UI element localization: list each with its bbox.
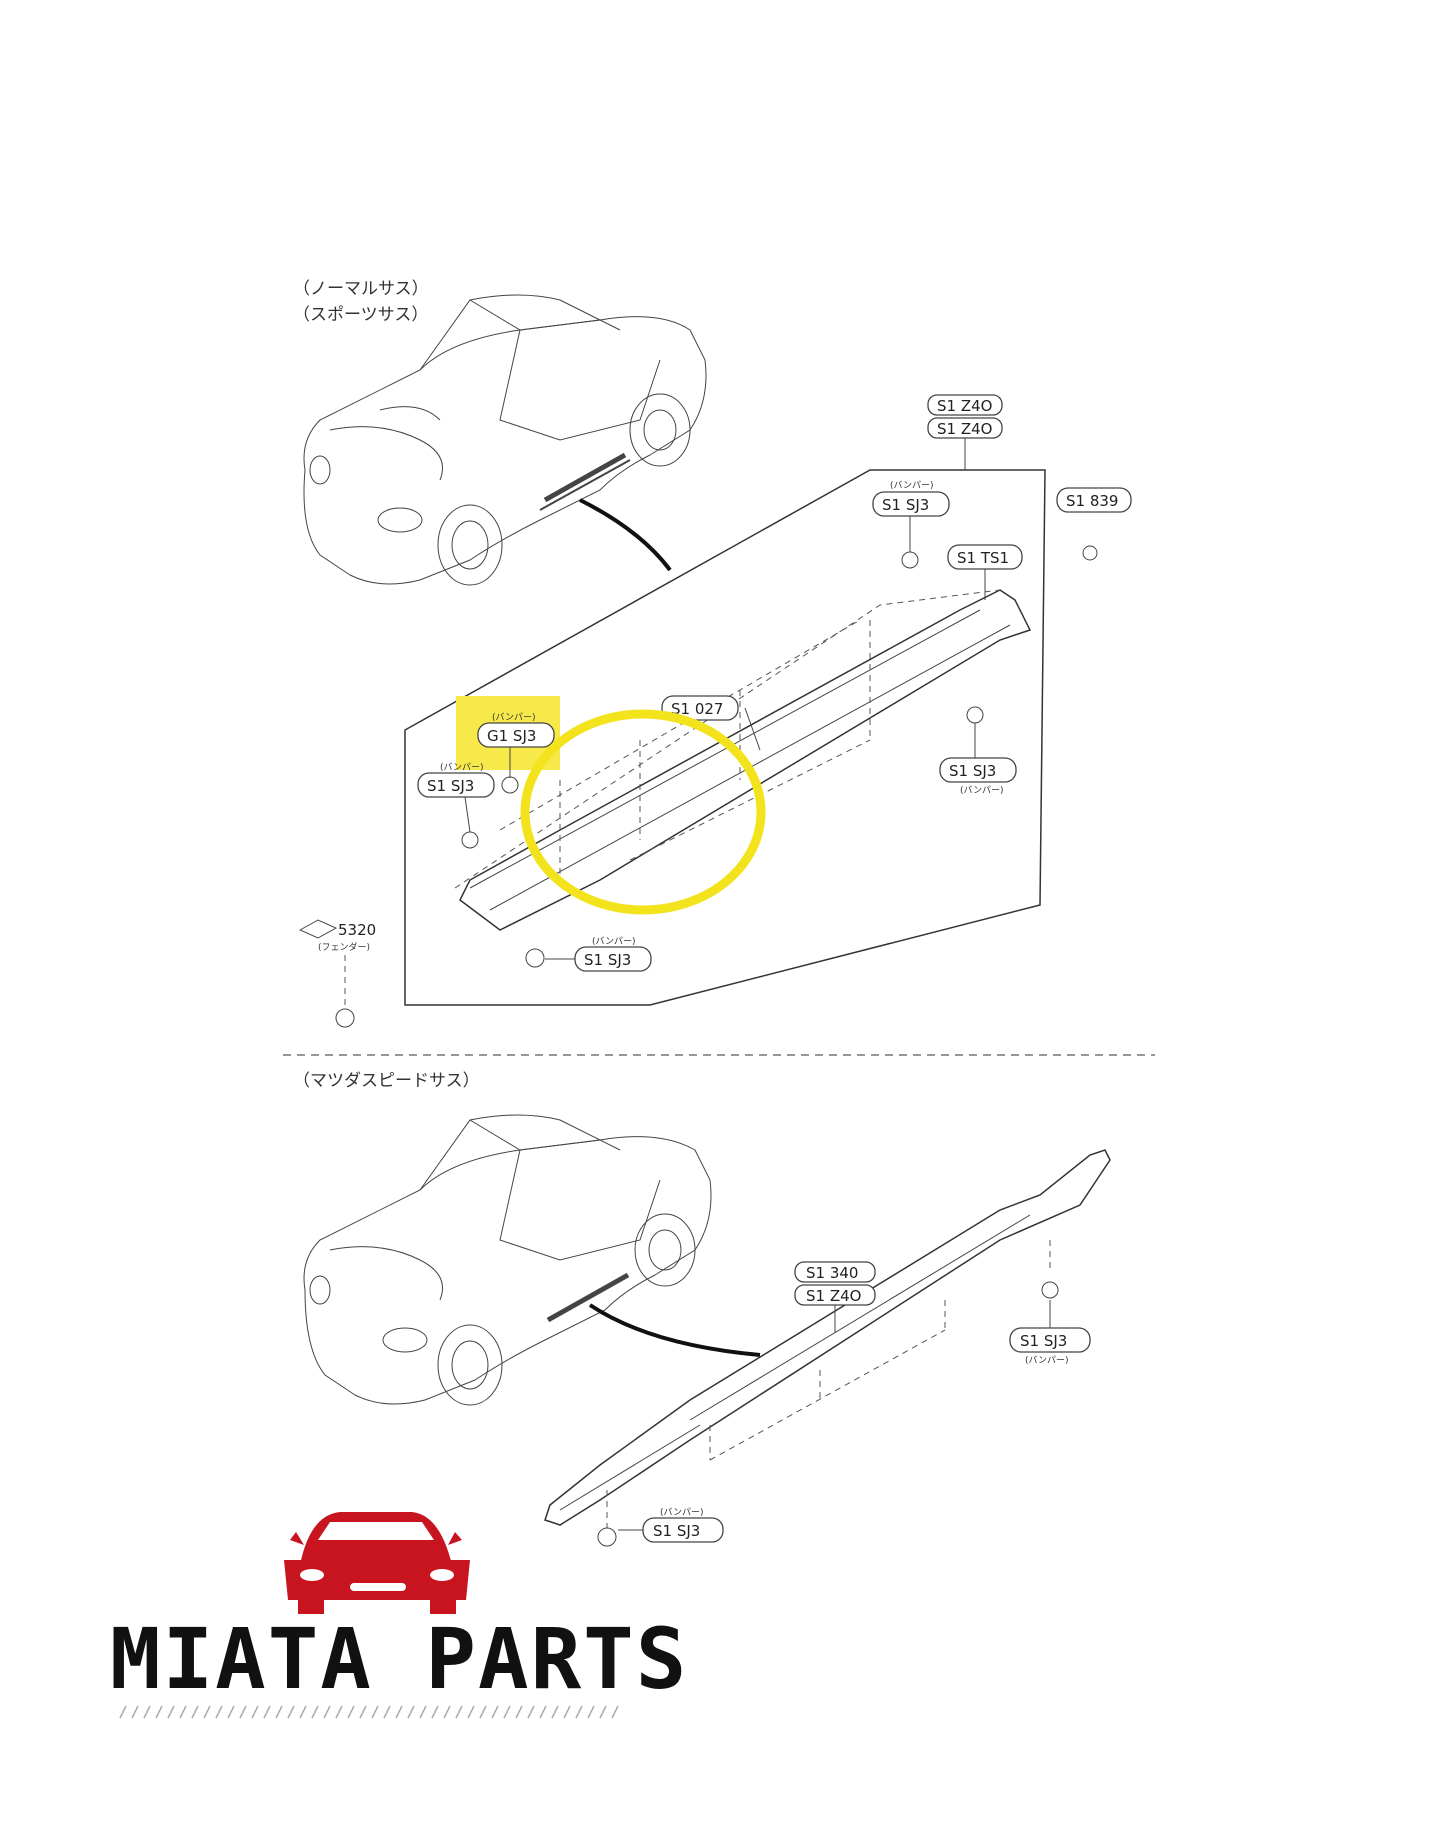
callout-ms-clip-bottom: (バンパー) S1 SJ3: [618, 1507, 724, 1543]
svg-text:5320: 5320: [338, 921, 376, 939]
highlight-circle: [520, 709, 766, 915]
svg-text:(バンパー): (バンパー): [440, 762, 483, 773]
callout-bottom-clip: (バンパー) S1 SJ3: [545, 936, 652, 972]
svg-text:S1 SJ3: S1 SJ3: [1020, 1332, 1067, 1350]
exploded-view-box: [404, 469, 1046, 1006]
svg-text:S1 Z4O: S1 Z4O: [806, 1287, 861, 1305]
caption-normal-suspension: （ノーマルサス）: [293, 279, 429, 299]
svg-text:(バンパー): (バンパー): [1025, 1355, 1068, 1366]
callout-rear-screw: S1 839: [1056, 487, 1132, 513]
svg-text:S1 027: S1 027: [671, 700, 723, 718]
car-illustration-bottom: [303, 1114, 712, 1406]
callout-left-clip: (バンパー) S1 SJ3: [417, 762, 495, 833]
car-illustration-top: [303, 294, 707, 586]
callout-ms-clip-right: S1 SJ3 (バンパー): [1009, 1300, 1091, 1366]
svg-text:(バンパー): (バンパー): [492, 712, 535, 723]
clip-icons-top: [335, 545, 1098, 1028]
svg-text:S1 SJ3: S1 SJ3: [882, 496, 929, 514]
callout-front-ref: 5320 (フェンダー): [298, 919, 376, 1008]
callout-right-clip: S1 SJ3 (バンパー): [939, 723, 1017, 796]
svg-text:S1 Z4O: S1 Z4O: [937, 397, 992, 415]
svg-text:(バンパー): (バンパー): [660, 1507, 703, 1518]
clip-icons-bottom: [597, 1281, 1059, 1547]
callout-side-sill: S1 027: [661, 695, 761, 751]
caption-sport-suspension: （スポーツサス）: [293, 305, 428, 325]
svg-text:(バンパー): (バンパー): [960, 785, 1003, 796]
leader-arrow-bottom: [588, 1303, 761, 1357]
svg-text:(フェンダー): (フェンダー): [318, 941, 370, 953]
brand-name: MIATA PARTS: [110, 1610, 688, 1708]
callout-molding-upper: S1 TS1: [947, 544, 1023, 600]
svg-text:S1 SJ3: S1 SJ3: [584, 951, 631, 969]
svg-text:S1 340: S1 340: [806, 1264, 858, 1282]
brand-underline-hatching: [119, 1705, 619, 1719]
svg-text:S1 Z4O: S1 Z4O: [937, 420, 992, 438]
svg-text:S1 TS1: S1 TS1: [957, 549, 1009, 567]
svg-text:S1 839: S1 839: [1066, 492, 1118, 510]
car-front-icon-details: [300, 1522, 454, 1591]
leader-arrow-top: [579, 498, 672, 572]
svg-text:S1 SJ3: S1 SJ3: [427, 777, 474, 795]
callout-clip-top: (バンパー) S1 SJ3: [872, 480, 950, 552]
svg-text:S1 SJ3: S1 SJ3: [653, 1522, 700, 1540]
svg-text:(バンパー): (バンパー): [890, 480, 933, 491]
svg-text:S1 SJ3: S1 SJ3: [949, 762, 996, 780]
svg-text:G1 SJ3: G1 SJ3: [487, 727, 536, 745]
callout-ms-part-no: S1 340 S1 Z4O: [794, 1261, 876, 1332]
mazdaspeed-side-skirt: [544, 1149, 1111, 1530]
callout-top-part-no: S1 Z4O S1 Z4O: [927, 394, 1003, 470]
svg-text:(バンパー): (バンパー): [592, 936, 635, 947]
side-sill-molding-top: [454, 589, 1032, 931]
caption-mazdaspeed-suspension: （マツダスピードサス）: [293, 1071, 480, 1091]
